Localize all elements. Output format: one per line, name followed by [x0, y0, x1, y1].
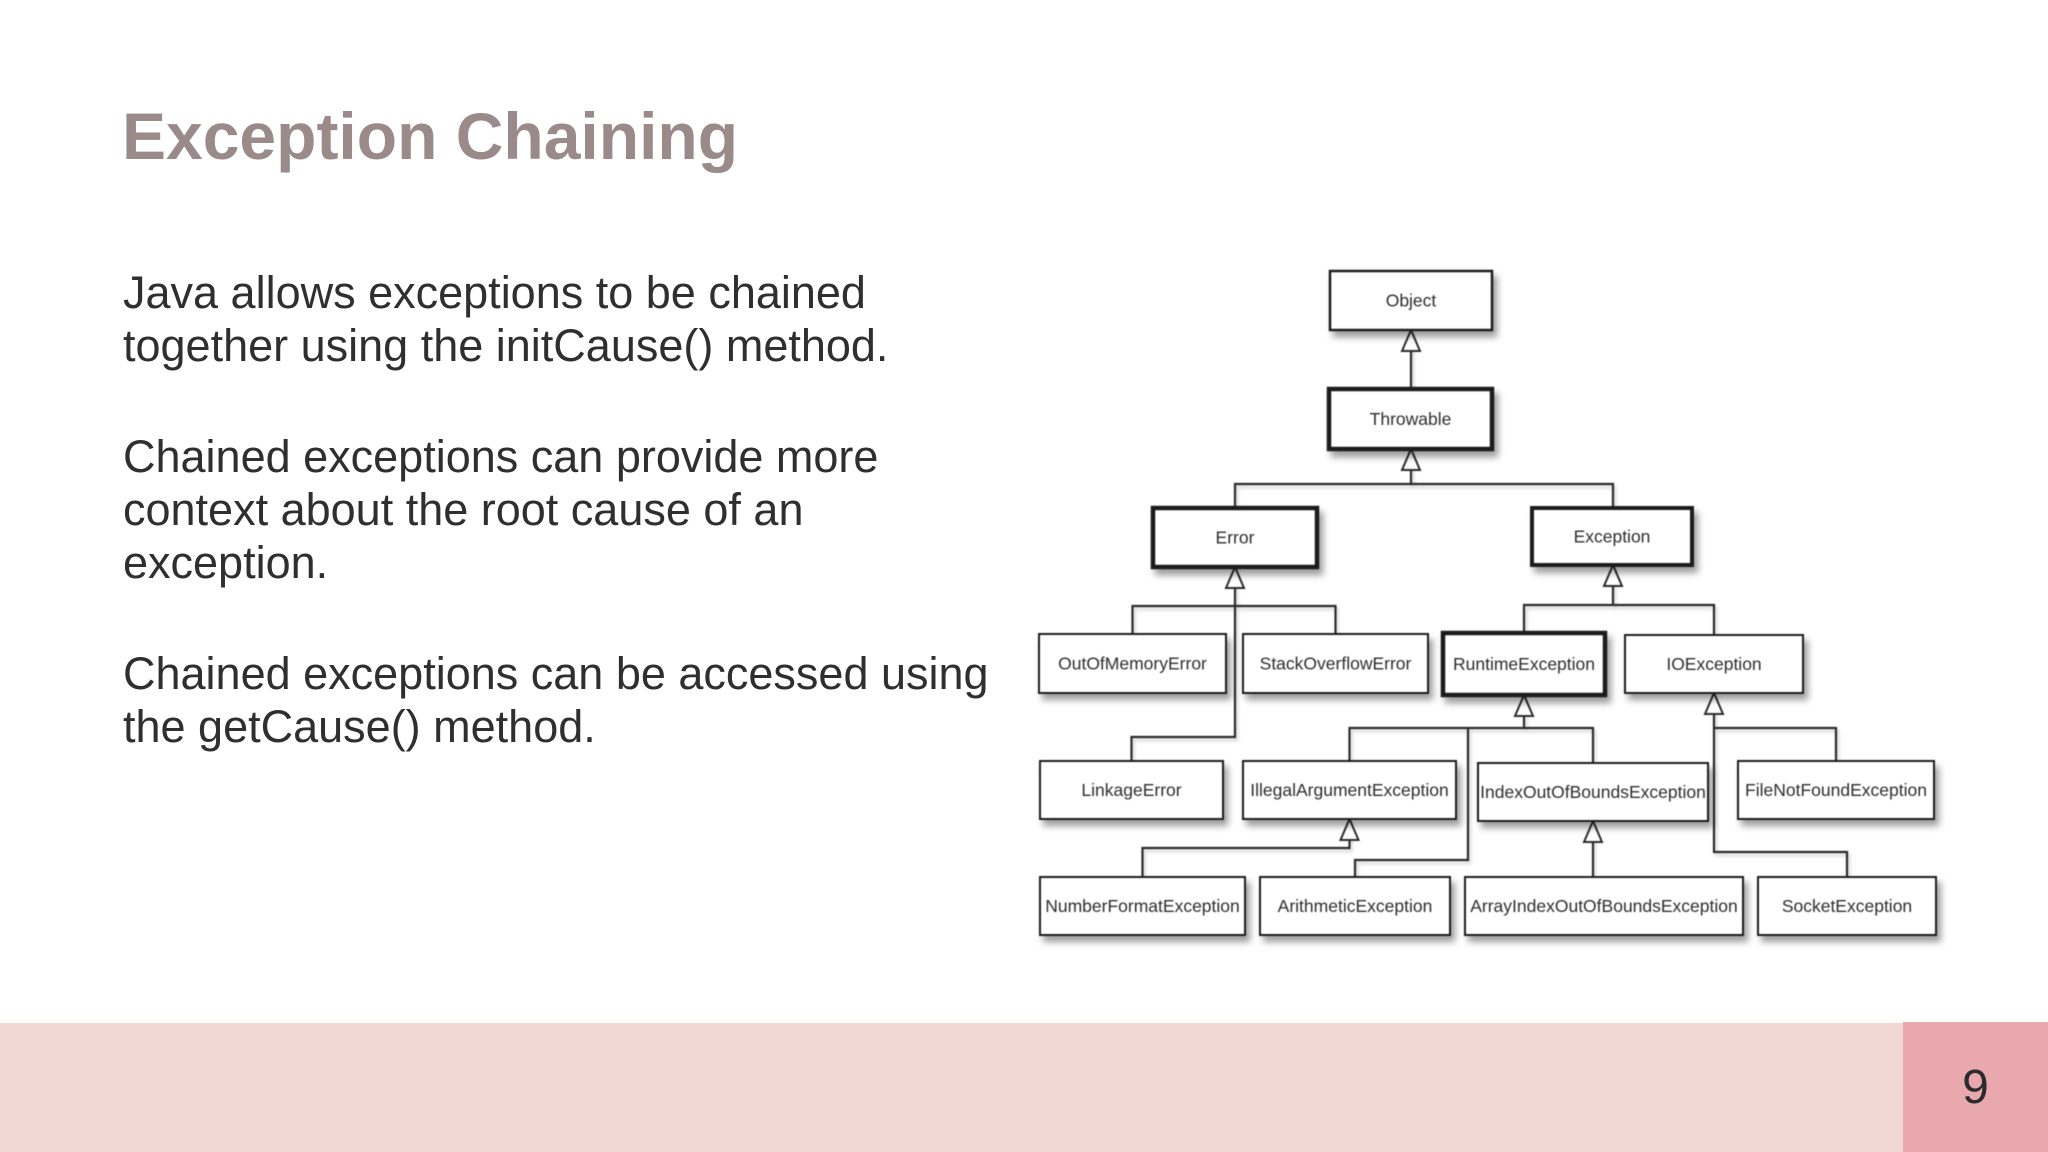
inheritance-arrow-icon [1338, 816, 1361, 841]
paragraph: Java allows exceptions to be chained tog… [123, 266, 1123, 372]
diagram-node-indexoutofboundsexception [1477, 762, 1709, 822]
diagram-node-error [1150, 505, 1320, 570]
text-line: Chained exceptions can provide more [123, 431, 879, 482]
exception-hierarchy-diagram: Object Throwable Error Exception OutOfMe… [1038, 269, 1937, 936]
node-label: OutOfMemoryError [1058, 654, 1207, 674]
page-number: 9 [1962, 1060, 1989, 1114]
paragraph: Chained exceptions can provide more cont… [123, 430, 1123, 589]
node-label: Error [1216, 528, 1255, 548]
diagram-node-arrayindexoutofboundsexception [1464, 876, 1744, 936]
text-line: together using the initCause() method. [123, 320, 889, 371]
inheritance-arrow-icon [1703, 690, 1725, 715]
inheritance-arrow-icon [1224, 564, 1246, 589]
class-boxes [1038, 269, 1937, 936]
inheritance-arrow-icon [1513, 692, 1535, 717]
node-label: Exception [1574, 527, 1651, 547]
diagram-node-arithmeticexception [1259, 876, 1451, 936]
footer-bar [0, 1023, 2048, 1152]
diagram-node-object [1328, 269, 1494, 332]
text-line: Java allows exceptions to be chained [123, 267, 866, 318]
page-number-box: 9 [1903, 1022, 2048, 1152]
diagram-node-ioexception [1624, 634, 1804, 694]
node-label: StackOverflowError [1260, 654, 1412, 674]
diagram-node-filenotfoundexception [1737, 760, 1935, 820]
inheritance-arrow-icon [1602, 562, 1624, 587]
node-label: FileNotFoundException [1745, 780, 1927, 800]
text-line: Chained exceptions can be accessed using [123, 648, 989, 699]
diagram-node-throwable [1326, 386, 1495, 452]
paragraph: Chained exceptions can be accessed using… [123, 647, 1123, 753]
diagram-node-numberformatexception [1039, 876, 1246, 936]
diagram-node-exception [1530, 506, 1694, 567]
text-line: exception. [123, 537, 329, 588]
page-title: Exception Chaining [122, 99, 739, 173]
connector-illegalargument-children [1141, 819, 1351, 877]
node-label: IndexOutOfBoundsException [1480, 782, 1706, 802]
inheritance-arrow-icon [1582, 818, 1604, 843]
diagram-node-socketexception [1757, 876, 1937, 936]
inheritance-arrow-icon [1400, 446, 1422, 471]
node-label: IllegalArgumentException [1250, 780, 1448, 800]
node-label: LinkageError [1081, 780, 1181, 800]
connector-exception-children [1522, 565, 1716, 635]
node-label: Object [1386, 291, 1437, 311]
diagram-node-linkageerror [1039, 760, 1224, 820]
connector-ioexception-children [1712, 693, 1849, 877]
inheritance-connectors [1130, 330, 1849, 877]
inheritance-arrows [1224, 327, 1725, 843]
diagram-node-runtimeexception [1440, 630, 1608, 698]
body-text: Java allows exceptions to be chained tog… [123, 266, 1123, 811]
text-line: the getCause() method. [123, 701, 596, 752]
node-label: NumberFormatException [1045, 896, 1240, 916]
diagram-node-illegalargumentexception [1242, 760, 1457, 820]
diagram-node-stackoverflowerror [1242, 633, 1429, 694]
node-label: ArrayIndexOutOfBoundsException [1470, 896, 1738, 916]
node-label: ArithmeticException [1278, 896, 1433, 916]
node-label: SocketException [1782, 896, 1912, 916]
text-line: context about the root cause of an [123, 484, 804, 535]
class-labels: Object Throwable Error Exception OutOfMe… [1045, 291, 1927, 917]
connector-error-children [1130, 567, 1337, 761]
diagram-node-outofmemoryerror [1038, 633, 1227, 694]
inheritance-arrow-icon [1400, 327, 1422, 352]
node-label: RuntimeException [1453, 654, 1595, 674]
node-label: IOException [1666, 654, 1761, 674]
connector-error-exception-throwable [1233, 449, 1615, 508]
node-label: Throwable [1370, 409, 1452, 429]
